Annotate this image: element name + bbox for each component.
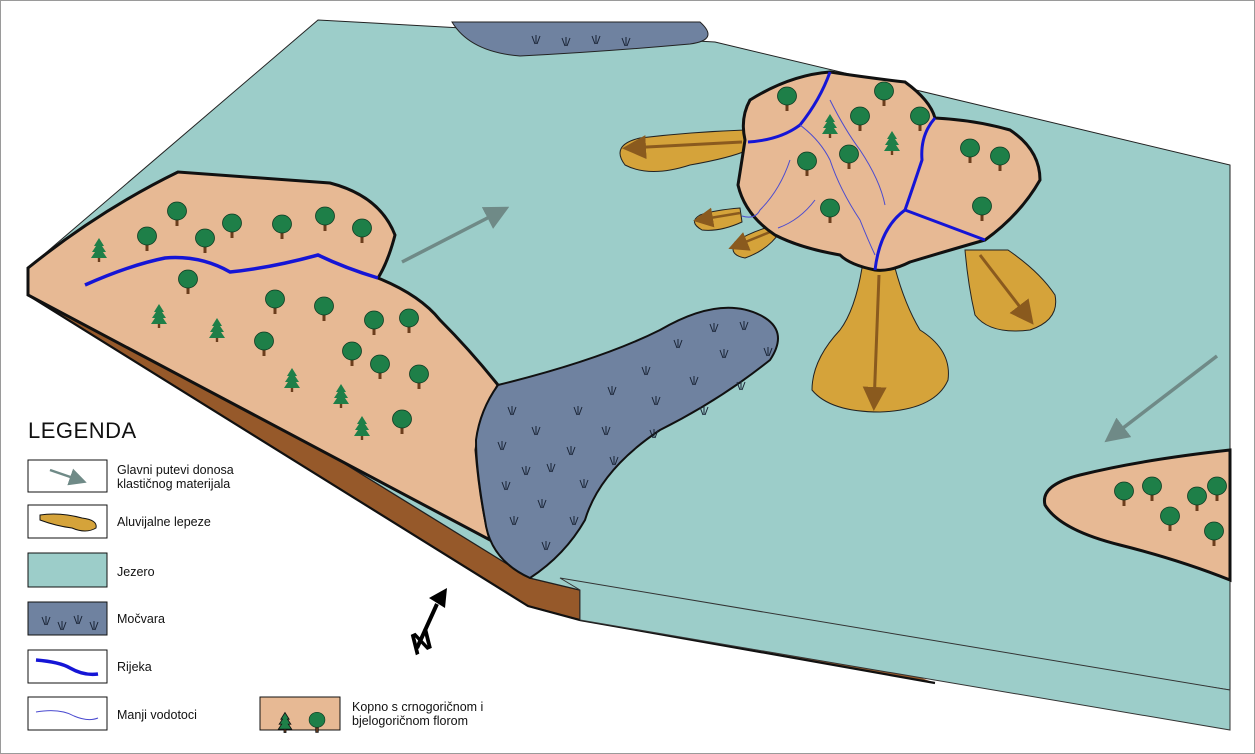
legend-label-transport: Glavni putevi donosa klastičnog materija… xyxy=(117,463,267,491)
north-arrow: N xyxy=(404,588,447,662)
legend-label-swamp: Močvara xyxy=(117,612,165,626)
svg-text:N: N xyxy=(404,622,439,662)
legend-symbols xyxy=(28,460,340,733)
legend-label-alluvial-fans: Aluvijalne lepeze xyxy=(117,515,211,529)
legend-title: LEGENDA xyxy=(28,418,137,444)
legend-label-river: Rijeka xyxy=(117,660,152,674)
legend-label-land: Kopno s crnogoričnom i bjelogoričnom flo… xyxy=(352,700,502,728)
legend-label-lake: Jezero xyxy=(117,565,155,579)
legend-label-streams: Manji vodotoci xyxy=(117,708,197,722)
